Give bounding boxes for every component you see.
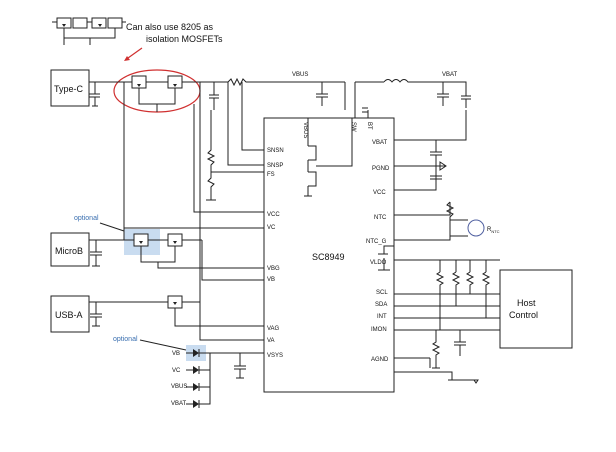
pin-vag: VAG — [267, 326, 280, 332]
pin-vcc-right: VCC — [373, 190, 386, 196]
pin-pgnd: PGND — [372, 166, 390, 172]
vsys-diodes — [186, 349, 264, 408]
usb-a-connector — [50, 295, 90, 333]
internal-power-fets — [304, 107, 369, 197]
pin-sda: SDA — [375, 302, 387, 308]
diode-label-vc: VC — [172, 368, 181, 374]
chip-name: SC8949 — [312, 252, 345, 262]
usb-a-mosfet — [167, 295, 183, 309]
pin-vb: VB — [267, 277, 275, 283]
pin-vc: VC — [267, 225, 276, 231]
type-c-label: Type-C — [54, 84, 84, 94]
pin-bt: BT — [366, 122, 372, 130]
vbus-net-label: VBUS — [292, 72, 308, 78]
pin-agnd: AGND — [371, 357, 389, 363]
pin-fs: FS — [267, 172, 275, 178]
ntc-thermistor — [467, 219, 485, 237]
pin-imon: IMON — [371, 327, 387, 333]
note-line2: isolation MOSFETs — [146, 34, 223, 44]
vbat-net-label: VBAT — [442, 72, 458, 78]
diode-label-vbus: VBUS — [171, 384, 187, 390]
host-line1: Host — [517, 298, 536, 308]
pin-vbus-top: VBUS — [302, 122, 308, 138]
pin-vcc-left: VCC — [267, 212, 280, 218]
inset-mosfet-pair — [52, 17, 126, 45]
usb-a-label: USB-A — [55, 310, 83, 320]
host-line2: Control — [509, 310, 538, 320]
pin-vldo: VLDO — [370, 260, 387, 266]
diode-label-vbat: VBAT — [171, 401, 187, 407]
rntc-label: RNTC — [487, 227, 500, 234]
diode-label-vb: VB — [172, 351, 180, 357]
optional-label-bottom: optional — [113, 336, 138, 343]
callout-arrow — [127, 47, 143, 59]
pin-snsp: SNSP — [267, 163, 283, 169]
isolation-mosfets — [131, 75, 183, 112]
type-c-connector — [50, 69, 90, 107]
note-line1: Can also use 8205 as — [126, 22, 214, 32]
pin-int: INT — [377, 314, 387, 320]
host-control-block — [499, 269, 573, 349]
pin-va: VA — [267, 338, 275, 344]
pin-scl: SCL — [376, 290, 388, 296]
microb-connector — [50, 232, 90, 267]
pin-sw: SW — [350, 122, 356, 132]
pin-ntc-g: NTC_G — [366, 239, 387, 245]
pin-snsn: SNSN — [267, 148, 284, 154]
pin-vsys: VSYS — [267, 353, 283, 359]
microb-label: MicroB — [55, 246, 83, 256]
pin-vbg: VBG — [267, 266, 280, 272]
pin-vbat: VBAT — [372, 140, 388, 146]
pin-ntc: NTC — [374, 215, 387, 221]
sc8949-chip — [263, 117, 395, 393]
optional-label-top: optional — [74, 215, 99, 222]
